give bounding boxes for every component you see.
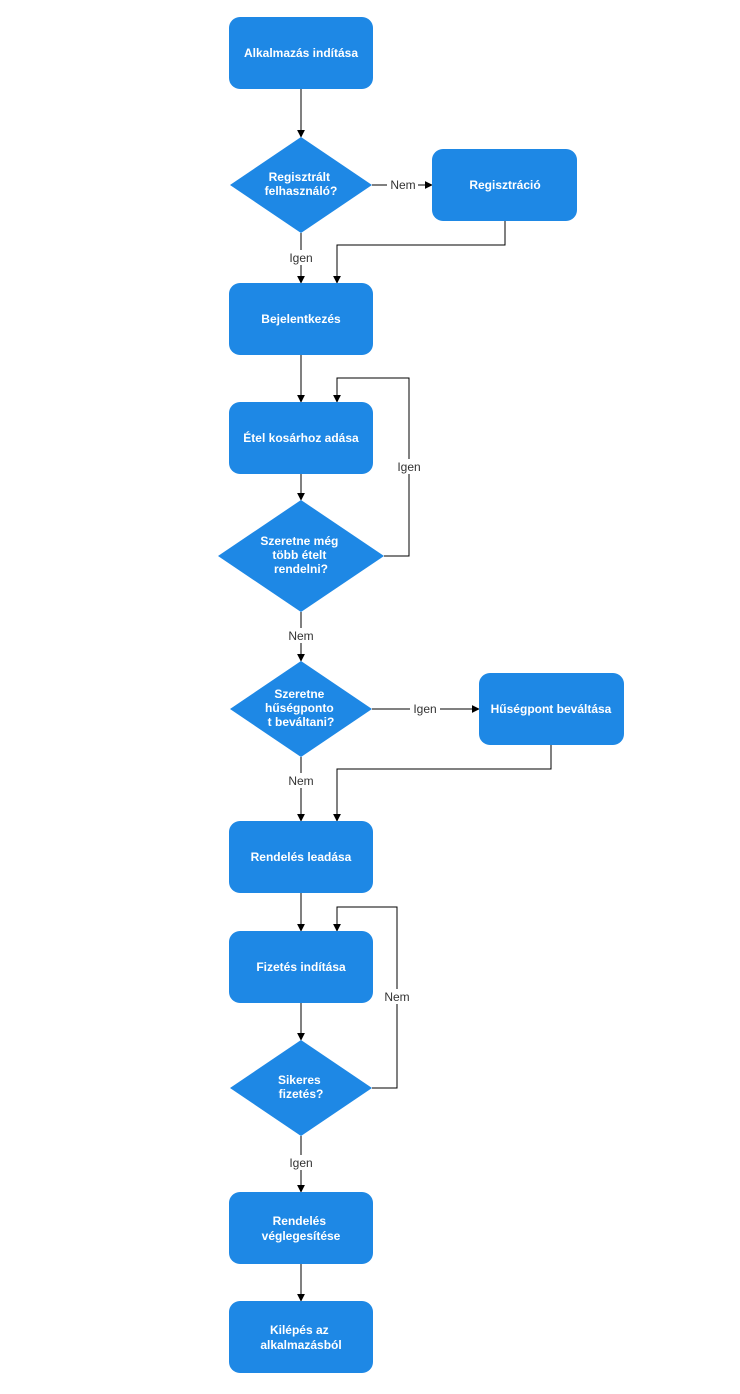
node-payment-line-2: fizetés? bbox=[279, 1087, 324, 1101]
label-registered-yes: Igen bbox=[289, 251, 312, 265]
label-loyalty-no: Nem bbox=[288, 774, 313, 788]
node-registered-label: Regisztrált felhasználó? bbox=[265, 170, 338, 198]
node-finalize-label: Rendelés véglegesítése bbox=[262, 1214, 341, 1243]
label-more-yes: Igen bbox=[397, 460, 420, 474]
label-loyalty-yes: Igen bbox=[413, 702, 436, 716]
node-start bbox=[229, 17, 373, 89]
edge-registration-to-login bbox=[333, 221, 506, 284]
node-login bbox=[229, 283, 373, 355]
node-loyalty-line-3: t beváltani? bbox=[268, 715, 335, 729]
node-more-food-label: Szeretne még több ételt rendelni? bbox=[260, 534, 341, 576]
node-start-label: Alkalmazás indítása bbox=[244, 46, 358, 60]
edge-labels: Nem Igen Igen Nem Igen Nem Nem Igen bbox=[285, 177, 440, 1170]
node-registered-line-1: Regisztrált bbox=[269, 170, 330, 184]
label-payment-no: Nem bbox=[384, 990, 409, 1004]
edge-payment-no-loop bbox=[333, 906, 398, 1089]
node-registered-decision bbox=[230, 137, 372, 233]
node-redeem-points bbox=[479, 673, 624, 745]
edge-redeem-to-order bbox=[333, 745, 552, 822]
node-more-food-line-3: rendelni? bbox=[274, 562, 328, 576]
node-start-payment-label: Fizetés indítása bbox=[256, 960, 346, 974]
node-exit bbox=[229, 1301, 373, 1373]
node-login-label: Bejelentkezés bbox=[261, 312, 341, 326]
node-finalize bbox=[229, 1192, 373, 1264]
node-exit-line-1: Kilépés az bbox=[270, 1323, 329, 1337]
nodes: Alkalmazás indítása Regisztrált felhaszn… bbox=[218, 17, 624, 1373]
node-loyalty-line-2: hűségponto bbox=[265, 701, 334, 715]
node-registration bbox=[432, 149, 577, 221]
label-more-no: Nem bbox=[288, 629, 313, 643]
node-exit-line-2: alkalmazásból bbox=[260, 1338, 341, 1352]
node-place-order bbox=[229, 821, 373, 893]
node-start-payment bbox=[229, 931, 373, 1003]
node-loyalty-decision bbox=[230, 661, 372, 757]
node-finalize-line-2: véglegesítése bbox=[262, 1229, 341, 1243]
node-add-to-cart-label: Étel kosárhoz adása bbox=[243, 430, 359, 445]
node-finalize-line-1: Rendelés bbox=[273, 1214, 327, 1228]
node-loyalty-line-1: Szeretne bbox=[274, 687, 324, 701]
node-payment-line-1: Sikeres bbox=[278, 1073, 321, 1087]
node-more-food-decision bbox=[218, 500, 384, 612]
node-more-food-line-2: több ételt bbox=[272, 548, 326, 562]
node-registered-line-2: felhasználó? bbox=[265, 184, 338, 198]
node-payment-label: Sikeres fizetés? bbox=[278, 1073, 324, 1101]
label-payment-yes: Igen bbox=[289, 1156, 312, 1170]
node-payment-decision bbox=[230, 1040, 372, 1136]
node-exit-label: Kilépés az alkalmazásból bbox=[260, 1323, 341, 1352]
node-more-food-line-1: Szeretne még bbox=[260, 534, 338, 548]
node-registration-label: Regisztráció bbox=[469, 178, 540, 192]
edges bbox=[297, 89, 552, 1302]
edge-more-yes-loop bbox=[333, 377, 410, 557]
node-redeem-points-label: Hűségpont beváltása bbox=[491, 702, 612, 716]
node-loyalty-label: Szeretne hűségponto t beváltani? bbox=[265, 687, 337, 729]
node-add-to-cart bbox=[229, 402, 373, 474]
node-place-order-label: Rendelés leadása bbox=[251, 850, 352, 864]
label-registered-no: Nem bbox=[390, 178, 415, 192]
